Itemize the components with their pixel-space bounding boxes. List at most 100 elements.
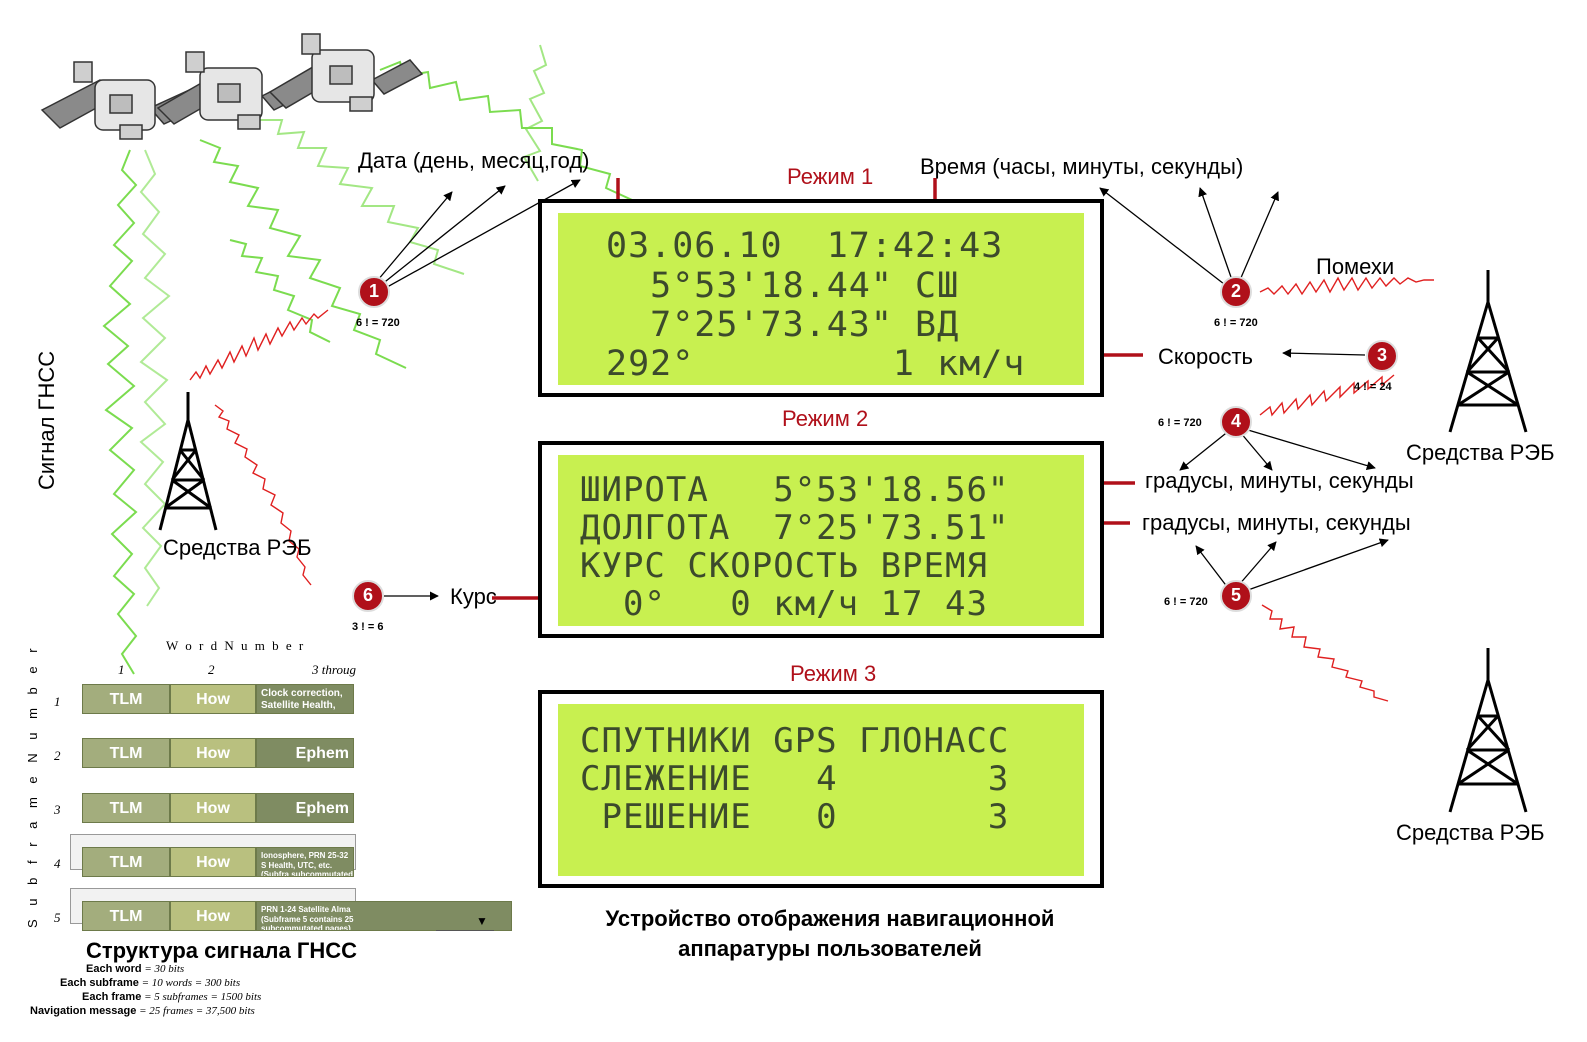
lcd3-row-3: РЕШЕНИЕ 0 3	[580, 797, 1010, 837]
noise-right-3	[1261, 604, 1389, 702]
annotation-time: Время (часы, минуты, секунды)	[920, 154, 1244, 179]
row-1-number: 1	[54, 694, 61, 709]
word-number-header: W o r d N u m b e r	[166, 638, 306, 653]
lcd2-row-2: ДОЛГОТА 7°25'73.51"	[580, 508, 1010, 548]
data-cell: Ephem	[295, 745, 349, 762]
annotation-dms-lat: градусы, минуты, секунды	[1145, 468, 1414, 493]
frame-structure-title: Структура сигнала ГНСС	[86, 938, 358, 963]
footnote-1-key: Each word	[86, 963, 142, 975]
numbered-markers	[352, 276, 1398, 612]
subframe-row-4: TLM How Ionosphere, PRN 25-32 S Health, …	[82, 847, 354, 877]
signal-wave-to-marker	[229, 239, 331, 343]
how-cell: How	[196, 800, 230, 817]
formula-3: 4 ! = 24	[1354, 381, 1392, 393]
jammer-label-right-top: Средства РЭБ	[1406, 440, 1555, 465]
marker-5	[1220, 580, 1252, 612]
noise-right-2	[1259, 374, 1395, 417]
tlm-cell: TLM	[109, 745, 143, 762]
annotation-dms-lon: градусы, минуты, секунды	[1142, 510, 1411, 535]
annotation-speed: Скорость	[1158, 344, 1254, 369]
gnss-signal-waves	[102, 44, 655, 675]
lcd-screen-mode-2: ШИРОТА 5°53'18.56" ДОЛГОТА 7°25'73.51" К…	[538, 441, 1104, 638]
footnote-2-val: = 10 words = 300 bits	[141, 977, 241, 989]
footnote-2-key: Each subframe	[60, 977, 139, 989]
formula-6: 3 ! = 6	[352, 621, 384, 633]
row-3-number: 3	[54, 802, 61, 817]
tower-right-bottom-icon	[1448, 648, 1528, 813]
lcd1-row-4: 292° 1 км/ч	[606, 344, 1026, 384]
marker-number-2: 2	[1230, 281, 1241, 301]
lcd2-row-4: 0° 0 км/ч 17 43	[580, 584, 988, 624]
marker-4	[1220, 406, 1252, 438]
marker-number-4: 4	[1230, 411, 1241, 431]
how-cell: How	[196, 691, 230, 708]
tlm-cell: TLM	[109, 691, 143, 708]
lcd3-row-1: СПУТНИКИ GPS ГЛОНАСС	[580, 721, 1010, 761]
footnote-1: Each word = 30 bits	[30, 963, 280, 975]
lcd-display-3: СПУТНИКИ GPS ГЛОНАСС СЛЕЖЕНИЕ 4 3 РЕШЕНИ…	[558, 704, 1084, 876]
signal-wave-diag-2	[260, 119, 465, 275]
lcd1-row-2: 5°53'18.44" СШ	[606, 266, 960, 306]
noise-right-1	[1259, 276, 1434, 296]
marker-3	[1366, 340, 1398, 372]
subframe-row-3: TLM How Ephem	[82, 793, 354, 823]
footnote-1-val: = 30 bits	[144, 963, 185, 975]
col-2-header: 2	[208, 662, 215, 677]
tower-right-top-icon	[1448, 270, 1528, 433]
signal-wave-diag-3	[379, 60, 655, 229]
lcd-display-2: ШИРОТА 5°53'18.56" ДОЛГОТА 7°25'73.51" К…	[558, 455, 1084, 626]
lcd2-row-3: КУРС СКОРОСТЬ ВРЕМЯ	[580, 546, 988, 586]
tlm-cell: TLM	[109, 800, 143, 817]
interference-noise	[189, 276, 1434, 702]
annotation-date: Дата (день, месяц,год)	[358, 148, 590, 173]
subframe-row-5: TLM How PRN 1-24 Satellite Alma (Subfram…	[82, 901, 512, 931]
signal-wave-vertical	[102, 149, 138, 675]
subframe-row-2: TLM How Ephem	[82, 738, 354, 768]
data-cell: PRN 1-24 Satellite Alma (Subframe 5 cont…	[261, 905, 354, 931]
lcd-screen-mode-3: СПУТНИКИ GPS ГЛОНАСС СЛЕЖЕНИЕ 4 3 РЕШЕНИ…	[538, 690, 1104, 888]
subframe-number-header: S u b f r a m e N u m b e r	[25, 643, 40, 928]
footnote-3-val: = 5 subframes = 1500 bits	[144, 991, 262, 1003]
noise-left-up	[189, 309, 329, 381]
data-cell: Clock correction, Satellite Health,	[261, 688, 343, 711]
tlm-cell: TLM	[109, 854, 143, 871]
footnote-4: Navigation message = 25 frames = 37,500 …	[30, 1005, 320, 1017]
signal-wave-diag-1	[199, 139, 407, 369]
footnote-3-key: Each frame	[82, 991, 142, 1003]
formula-5: 6 ! = 720	[1164, 596, 1208, 608]
lcd-display-1: 03.06.10 17:42:43 5°53'18.44" СШ 7°25'73…	[558, 213, 1084, 385]
noise-left-down	[214, 404, 312, 586]
lcd1-row-1: 03.06.10 17:42:43	[606, 226, 1004, 266]
marker-number-3: 3	[1376, 345, 1387, 365]
marker-2	[1220, 276, 1252, 308]
signal-wave-diag-4	[522, 44, 548, 182]
interference-label: Помехи	[1316, 254, 1395, 279]
marker-number-5: 5	[1230, 585, 1241, 605]
marker-6	[352, 580, 384, 612]
footnote-2: Each subframe = 10 words = 300 bits	[30, 977, 300, 989]
signal-wave-vertical-2	[139, 149, 171, 607]
how-cell: How	[196, 908, 230, 925]
frame-end-marker	[436, 930, 494, 931]
data-cell: Ionosphere, PRN 25-32 S Health, UTC, etc…	[261, 851, 354, 877]
mode-3-title: Режим 3	[790, 661, 877, 686]
lcd2-row-1: ШИРОТА 5°53'18.56"	[580, 470, 1010, 510]
row-5-number: 5	[54, 910, 61, 925]
col-1-header: 1	[118, 662, 125, 677]
data-cell: Ephem	[295, 800, 349, 817]
footnote-4-key: Navigation message	[30, 1005, 137, 1017]
footnote-3: Each frame = 5 subframes = 1500 bits	[30, 991, 320, 1003]
gnss-signal-label: Сигнал ГНСС	[34, 350, 59, 490]
how-cell: How	[196, 745, 230, 762]
lcd3-row-2: СЛЕЖЕНИЕ 4 3	[580, 759, 1010, 799]
marker-number-6: 6	[362, 585, 373, 605]
jammer-label-left: Средства РЭБ	[163, 535, 312, 560]
formula-2: 6 ! = 720	[1214, 317, 1258, 329]
jammer-label-right-bottom: Средства РЭБ	[1396, 820, 1545, 845]
satellite-3-icon	[268, 33, 424, 112]
row-4-number: 4	[54, 856, 61, 871]
lcd1-row-3: 7°25'73.43" ВД	[606, 305, 960, 345]
formula-1: 6 ! = 720	[356, 317, 400, 329]
gnss-frame-structure: W o r d N u m b e r 1 2 3 throug S u b f…	[0, 630, 512, 1030]
how-cell: How	[196, 854, 230, 871]
